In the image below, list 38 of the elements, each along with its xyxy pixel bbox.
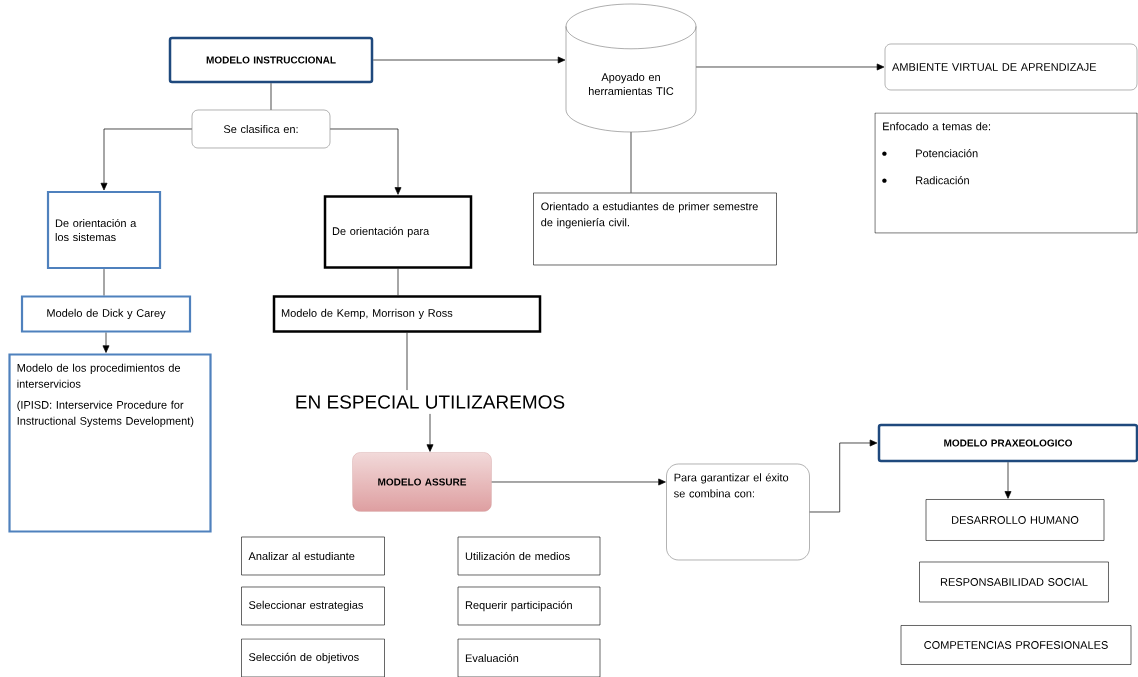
step-box: Utilización de medios <box>457 536 601 576</box>
step-box: Evaluación <box>457 638 601 677</box>
process-box: Orientado a estudiantes de primer semestre de ingeniería civil. <box>533 192 777 266</box>
connector-line <box>103 268 105 296</box>
step-box: Requerir participación <box>457 586 601 626</box>
process-box: COMPETENCIAS PROFESIONALES <box>900 625 1132 665</box>
process-box: Se clasifica en: <box>191 109 331 149</box>
arrow <box>426 413 434 452</box>
process-box: AMBIENTE VIRTUAL DE APRENDIZAJE <box>884 43 1138 91</box>
arrow <box>809 439 878 513</box>
arrow <box>695 63 885 71</box>
database-cylinder: Apoyado en herramientas TIC <box>565 3 697 133</box>
connector-line <box>630 131 632 194</box>
process-box: Para garantizar el éxito se combina con: <box>666 463 810 561</box>
title-box: MODELO PRAXEOLOGICO <box>877 423 1138 463</box>
connector-line <box>397 268 399 296</box>
list-box: Enfocado a temas de: Potenciación Radicación <box>874 112 1138 234</box>
arrow <box>329 128 402 195</box>
connector-line <box>270 82 272 111</box>
model-box: MODELO ASSURE <box>352 452 492 512</box>
arrow <box>1004 461 1012 499</box>
step-box: Analizar al estudiante <box>241 536 385 576</box>
arrow <box>372 56 566 64</box>
step-box: Seleccionar estrategias <box>241 586 385 626</box>
process-box: RESPONSABILIDAD SOCIAL <box>919 561 1109 603</box>
process-box: Modelo de Dick y Carey <box>20 295 192 333</box>
arrow <box>491 478 666 486</box>
heading-text: EN ESPECIAL UTILIZAREMOS <box>296 395 565 409</box>
process-box: Modelo de Kemp, Morrison y Ross <box>272 295 542 333</box>
process-box: Modelo de los procedimientos de interservicios (IPISD: Interservice Procedure for Instructional Systems Development) <box>8 353 212 533</box>
process-box: De orientación a los sistemas <box>46 190 162 270</box>
step-box: Selección de objetivos <box>241 638 385 677</box>
title-box: MODELO INSTRUCCIONAL <box>168 36 374 84</box>
process-box: De orientación para <box>323 195 473 269</box>
connector-line <box>406 332 408 391</box>
process-box: DESARROLLO HUMANO <box>925 499 1105 541</box>
arrow <box>100 128 193 191</box>
arrow <box>102 332 110 353</box>
